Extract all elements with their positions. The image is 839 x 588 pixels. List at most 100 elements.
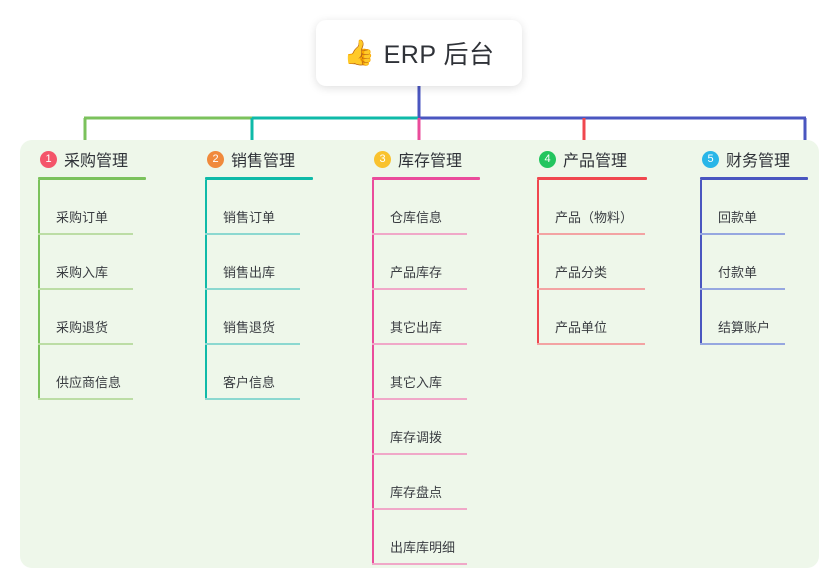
column-title: 采购管理	[64, 153, 129, 170]
column-header-1[interactable]: 1 采购管理	[38, 146, 146, 172]
root-node[interactable]: 👍 ERP 后台	[316, 20, 522, 86]
list-item-label: 销售退货	[223, 320, 276, 335]
column-rule	[38, 177, 146, 180]
list-item-rule	[537, 233, 645, 235]
column-spine	[372, 180, 374, 565]
root-node-label: ERP 后台	[383, 41, 495, 69]
list-item-rule	[372, 288, 467, 290]
column-产品管理: 4 产品管理产品（物料） 产品分类产品单位	[537, 146, 647, 345]
list-item[interactable]: 库存调拨	[372, 400, 480, 455]
list-item-rule	[205, 233, 300, 235]
thumbs-up-icon: 👍	[343, 38, 375, 67]
list-item[interactable]: 销售出库	[205, 235, 313, 290]
list-item-label: 采购退货	[56, 320, 109, 335]
list-item-rule	[38, 343, 133, 345]
list-item-rule	[205, 343, 300, 345]
list-item-label: 供应商信息	[56, 375, 122, 390]
list-item[interactable]: 产品分类	[537, 235, 647, 290]
list-item-rule	[205, 288, 300, 290]
list-item-label: 采购订单	[56, 210, 109, 225]
column-header-5[interactable]: 5 财务管理	[700, 146, 808, 172]
list-item[interactable]: 出库库明细	[372, 510, 480, 565]
column-rule	[700, 177, 808, 180]
column-badge-icon: 5	[702, 150, 719, 168]
list-item-label: 仓库信息	[390, 210, 443, 225]
list-item-label: 销售出库	[223, 265, 276, 280]
column-spine	[38, 180, 40, 400]
list-item[interactable]: 产品（物料）	[537, 180, 647, 235]
column-rule	[372, 177, 480, 180]
column-header-2[interactable]: 2 销售管理	[205, 146, 313, 172]
list-item-label: 出库库明细	[390, 540, 456, 555]
column-财务管理: 5 财务管理回款单付款单结算账户	[700, 146, 808, 345]
column-badge-icon: 2	[207, 150, 224, 168]
column-rule	[537, 177, 647, 180]
list-item-label: 结算账户	[718, 320, 771, 335]
list-item[interactable]: 采购订单	[38, 180, 146, 235]
list-item-rule	[700, 233, 785, 235]
column-body: 仓库信息产品库存其它出库其它入库库存调拨库存盘点出库库明细	[372, 180, 480, 565]
list-item-rule	[372, 508, 467, 510]
list-item-label: 其它出库	[390, 320, 443, 335]
column-spine	[537, 180, 539, 345]
list-item-rule	[372, 398, 467, 400]
list-item[interactable]: 其它入库	[372, 345, 480, 400]
column-spine	[700, 180, 702, 345]
list-item-rule	[372, 453, 467, 455]
column-title: 财务管理	[726, 153, 791, 170]
list-item[interactable]: 客户信息	[205, 345, 313, 400]
column-badge-icon: 1	[40, 150, 57, 168]
list-item[interactable]: 仓库信息	[372, 180, 480, 235]
list-item-rule	[372, 233, 467, 235]
list-item[interactable]: 供应商信息	[38, 345, 146, 400]
list-item-label: 库存盘点	[390, 485, 443, 500]
column-spine	[205, 180, 207, 400]
list-item-label: 产品库存	[390, 265, 443, 280]
list-item-label: 产品分类	[555, 265, 608, 280]
list-item[interactable]: 回款单	[700, 180, 808, 235]
list-item-rule	[372, 343, 467, 345]
list-item-rule	[537, 343, 645, 345]
list-item[interactable]: 销售订单	[205, 180, 313, 235]
list-item-rule	[205, 398, 300, 400]
list-item-label: 产品单位	[555, 320, 608, 335]
list-item[interactable]: 产品单位	[537, 290, 647, 345]
column-body: 回款单付款单结算账户	[700, 180, 808, 345]
list-item-rule	[700, 343, 785, 345]
column-rule	[205, 177, 313, 180]
list-item-label: 客户信息	[223, 375, 276, 390]
list-item-rule	[372, 563, 467, 565]
list-item-rule	[38, 398, 133, 400]
list-item-label: 销售订单	[223, 210, 276, 225]
column-badge-icon: 4	[539, 150, 556, 168]
list-item[interactable]: 产品库存	[372, 235, 480, 290]
column-title: 产品管理	[563, 153, 628, 170]
list-item-rule	[537, 288, 645, 290]
column-title: 销售管理	[231, 153, 296, 170]
column-header-4[interactable]: 4 产品管理	[537, 146, 647, 172]
list-item[interactable]: 结算账户	[700, 290, 808, 345]
column-badge-icon: 3	[374, 150, 391, 168]
column-采购管理: 1 采购管理采购订单采购入库采购退货供应商信息	[38, 146, 146, 400]
column-销售管理: 2 销售管理销售订单销售出库销售退货客户信息	[205, 146, 313, 400]
list-item-label: 产品（物料）	[555, 210, 634, 225]
list-item-rule	[700, 288, 785, 290]
list-item[interactable]: 库存盘点	[372, 455, 480, 510]
diagram-panel	[20, 140, 819, 568]
list-item-label: 其它入库	[390, 375, 443, 390]
list-item-label: 采购入库	[56, 265, 109, 280]
list-item-label: 库存调拨	[390, 430, 443, 445]
list-item[interactable]: 销售退货	[205, 290, 313, 345]
list-item-label: 回款单	[718, 210, 758, 225]
list-item-label: 付款单	[718, 265, 758, 280]
list-item[interactable]: 付款单	[700, 235, 808, 290]
list-item-rule	[38, 288, 133, 290]
list-item[interactable]: 采购退货	[38, 290, 146, 345]
list-item[interactable]: 其它出库	[372, 290, 480, 345]
column-body: 采购订单采购入库采购退货供应商信息	[38, 180, 146, 400]
column-body: 产品（物料） 产品分类产品单位	[537, 180, 647, 345]
list-item[interactable]: 采购入库	[38, 235, 146, 290]
list-item-rule	[38, 233, 133, 235]
